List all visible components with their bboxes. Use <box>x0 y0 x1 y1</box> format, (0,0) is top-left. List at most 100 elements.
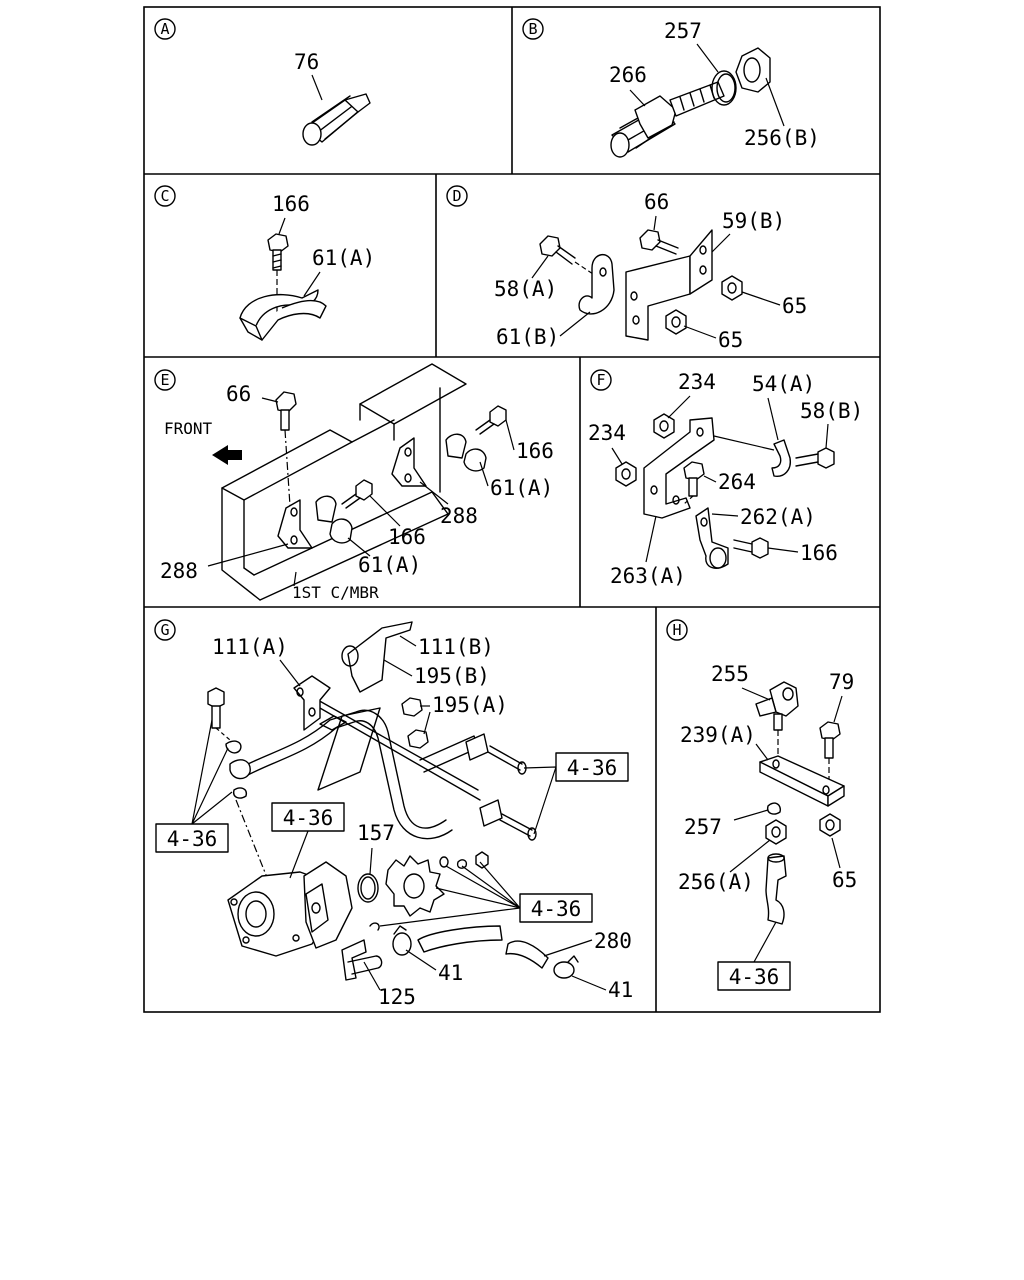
part-234-nut-icon-upper <box>653 413 675 439</box>
label-61a-e-upper: 61(A) <box>490 476 553 500</box>
part-166-bolt-icon-e-lower <box>341 479 373 509</box>
label-65-h: 65 <box>832 868 857 892</box>
part-125-pipe-icon <box>341 922 383 981</box>
label-61a-e-lower: 61(A) <box>358 553 421 577</box>
part-66-bolt-icon-e <box>275 391 297 431</box>
label-79: 79 <box>829 670 854 694</box>
panel-letter-d: D <box>446 185 468 207</box>
panel-letter-a: A <box>154 18 176 40</box>
svg-text:H: H <box>672 621 681 639</box>
label-41-g-left: 41 <box>438 961 463 985</box>
panel-letter-g: G <box>154 619 176 641</box>
label-front: FRONT <box>164 419 213 438</box>
part-257-washer-icon-h <box>766 802 782 815</box>
label-4-36-h: 4-36 <box>729 965 780 989</box>
part-166-bolt-icon <box>267 233 289 271</box>
label-4-36-left: 4-36 <box>167 827 218 851</box>
part-195a-bolt-icon <box>407 729 429 749</box>
part-76-nipple-icon <box>302 93 371 146</box>
label-288-e-lower: 288 <box>160 559 198 583</box>
ref-box-4-36-h: 4-36 <box>717 961 791 991</box>
part-41-clamp-icon-left <box>392 925 412 956</box>
label-76: 76 <box>294 50 319 74</box>
ref-box-4-36-mid: 4-36 <box>271 802 345 832</box>
label-54a: 54(A) <box>752 372 815 396</box>
part-65-nut-icon-h <box>819 813 841 837</box>
power-steering-pump-icon <box>227 861 353 957</box>
label-61b: 61(B) <box>496 325 559 349</box>
label-234-f-upper: 234 <box>678 370 716 394</box>
part-58a-bolt-icon <box>539 235 576 265</box>
panel-d: D 66 <box>446 185 807 352</box>
svg-text:D: D <box>452 187 461 205</box>
panel-letter-c: C <box>154 185 176 207</box>
panel-letter-e: E <box>154 369 176 391</box>
label-65-d-lower: 65 <box>718 328 743 352</box>
label-58b: 58(B) <box>800 399 863 423</box>
panel-frames <box>143 6 881 1013</box>
label-257: 257 <box>664 19 702 43</box>
pipe-icon-h <box>765 853 787 925</box>
panel-b: B 257 266 256(B) <box>522 18 820 158</box>
part-65-nut-icon-lower <box>665 309 687 335</box>
part-clamp-icon-lower <box>479 799 537 841</box>
label-41-g-right: 41 <box>608 978 633 1002</box>
label-262a: 262(A) <box>740 505 816 529</box>
svg-text:E: E <box>160 371 169 389</box>
part-61a-clamp-icon-right <box>445 433 487 472</box>
label-157: 157 <box>357 821 395 845</box>
svg-text:A: A <box>160 20 169 38</box>
label-4-36-top: 4-36 <box>567 756 618 780</box>
part-257-ring-icon <box>711 70 737 106</box>
label-66-e: 66 <box>226 382 251 406</box>
part-banjo-bolt-icon <box>207 687 251 799</box>
label-4-36-mid: 4-36 <box>283 806 334 830</box>
panel-a: A 76 <box>154 18 371 146</box>
part-157-oring-icon <box>357 873 379 903</box>
part-111a-bracket-icon <box>293 675 331 731</box>
label-125: 125 <box>378 985 416 1009</box>
label-266: 266 <box>609 63 647 87</box>
panel-c: C 166 61(A) <box>154 185 375 341</box>
part-bracket-icon <box>625 229 713 341</box>
label-1st-cmbr: 1ST C/MBR <box>292 583 379 602</box>
label-280: 280 <box>594 929 632 953</box>
label-257-h: 257 <box>684 815 722 839</box>
part-58b-bolt-icon <box>795 447 835 469</box>
label-166-f: 166 <box>800 541 838 565</box>
panel-e: E FRONT <box>154 363 554 602</box>
label-166-e-lower: 166 <box>388 525 426 549</box>
part-264-bolt-icon <box>683 461 705 497</box>
label-58a: 58(A) <box>494 277 557 301</box>
part-263a-bracket-icon <box>643 417 715 519</box>
panel-letter-h: H <box>666 619 688 641</box>
part-280-hose-icon <box>505 940 549 969</box>
part-61a-clamp-icon <box>239 289 327 341</box>
label-256a: 256(A) <box>678 870 754 894</box>
label-166-e-upper: 166 <box>516 439 554 463</box>
leader-lines-g <box>191 719 557 927</box>
panel-f: F <box>588 369 863 588</box>
ref-box-4-36-left: 4-36 <box>155 823 229 853</box>
small-washers-icon <box>439 851 489 869</box>
label-195a: 195(A) <box>432 693 508 717</box>
gear-icon <box>385 855 445 917</box>
label-255: 255 <box>711 662 749 686</box>
part-54a-clip-icon <box>771 439 791 477</box>
part-111b-bracket-icon <box>341 621 413 693</box>
hose-icon-left <box>417 925 503 953</box>
label-61a-c: 61(A) <box>312 246 375 270</box>
svg-text:F: F <box>596 371 605 389</box>
svg-text:B: B <box>528 20 537 38</box>
part-41-clamp-icon-right <box>553 955 579 979</box>
part-262a-clamp-icon <box>695 507 729 569</box>
label-234-f-lower: 234 <box>588 421 626 445</box>
part-288-bracket-icon-left <box>277 499 313 549</box>
label-4-36-right: 4-36 <box>531 897 582 921</box>
part-239a-bracket-icon <box>759 755 845 807</box>
pipe-lines-icon <box>239 689 481 840</box>
part-255-tee-fitting-icon <box>755 681 799 731</box>
svg-text:G: G <box>160 621 169 639</box>
front-arrow-icon <box>212 445 242 465</box>
